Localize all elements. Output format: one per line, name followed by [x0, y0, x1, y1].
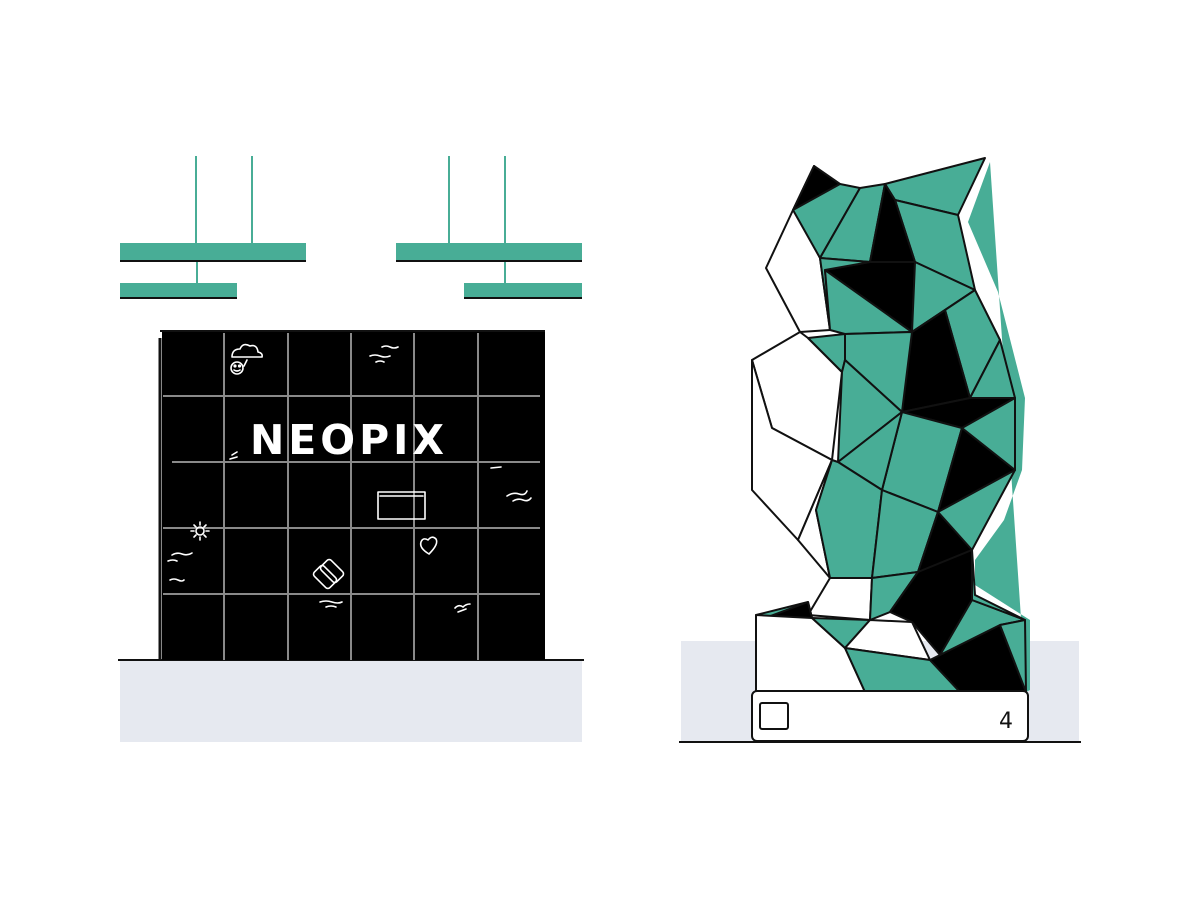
- light-panel: [396, 243, 582, 260]
- wave-doodle-icon: [369, 345, 399, 363]
- heart-icon: [419, 536, 438, 555]
- wave-doodle-icon: [454, 603, 471, 613]
- neopix-wall-scene: NEOPIX: [118, 156, 584, 742]
- brand-name: NEOPIX: [250, 416, 448, 464]
- wave-doodle-icon: [490, 466, 502, 469]
- sun-icon: [190, 521, 210, 541]
- light-panel: [120, 243, 306, 260]
- pedestal-plaque-icon: [759, 702, 789, 730]
- pedestal: [751, 690, 1029, 742]
- light-panel: [464, 283, 582, 297]
- ceiling-lights-left: [195, 156, 506, 284]
- owl-facets: [751, 157, 1027, 693]
- light-panels: [120, 243, 582, 299]
- wave-doodle-icon: [506, 490, 532, 502]
- wave-doodle-icon: [229, 451, 238, 460]
- left-floor: [120, 660, 582, 742]
- wave-doodle-icon: [319, 600, 343, 608]
- link-icon: [312, 558, 345, 590]
- owl-sculpture-scene: 4: [679, 157, 1081, 743]
- wall-panel: [162, 332, 545, 660]
- wall-doodles: [167, 343, 532, 613]
- light-panel: [120, 283, 237, 297]
- pedestal-number: 4: [999, 709, 1013, 734]
- owl-shadow: [968, 162, 1030, 692]
- cloud-smiley-icon: [230, 343, 263, 375]
- wave-doodle-icon: [167, 552, 193, 582]
- card-icon: [377, 491, 426, 520]
